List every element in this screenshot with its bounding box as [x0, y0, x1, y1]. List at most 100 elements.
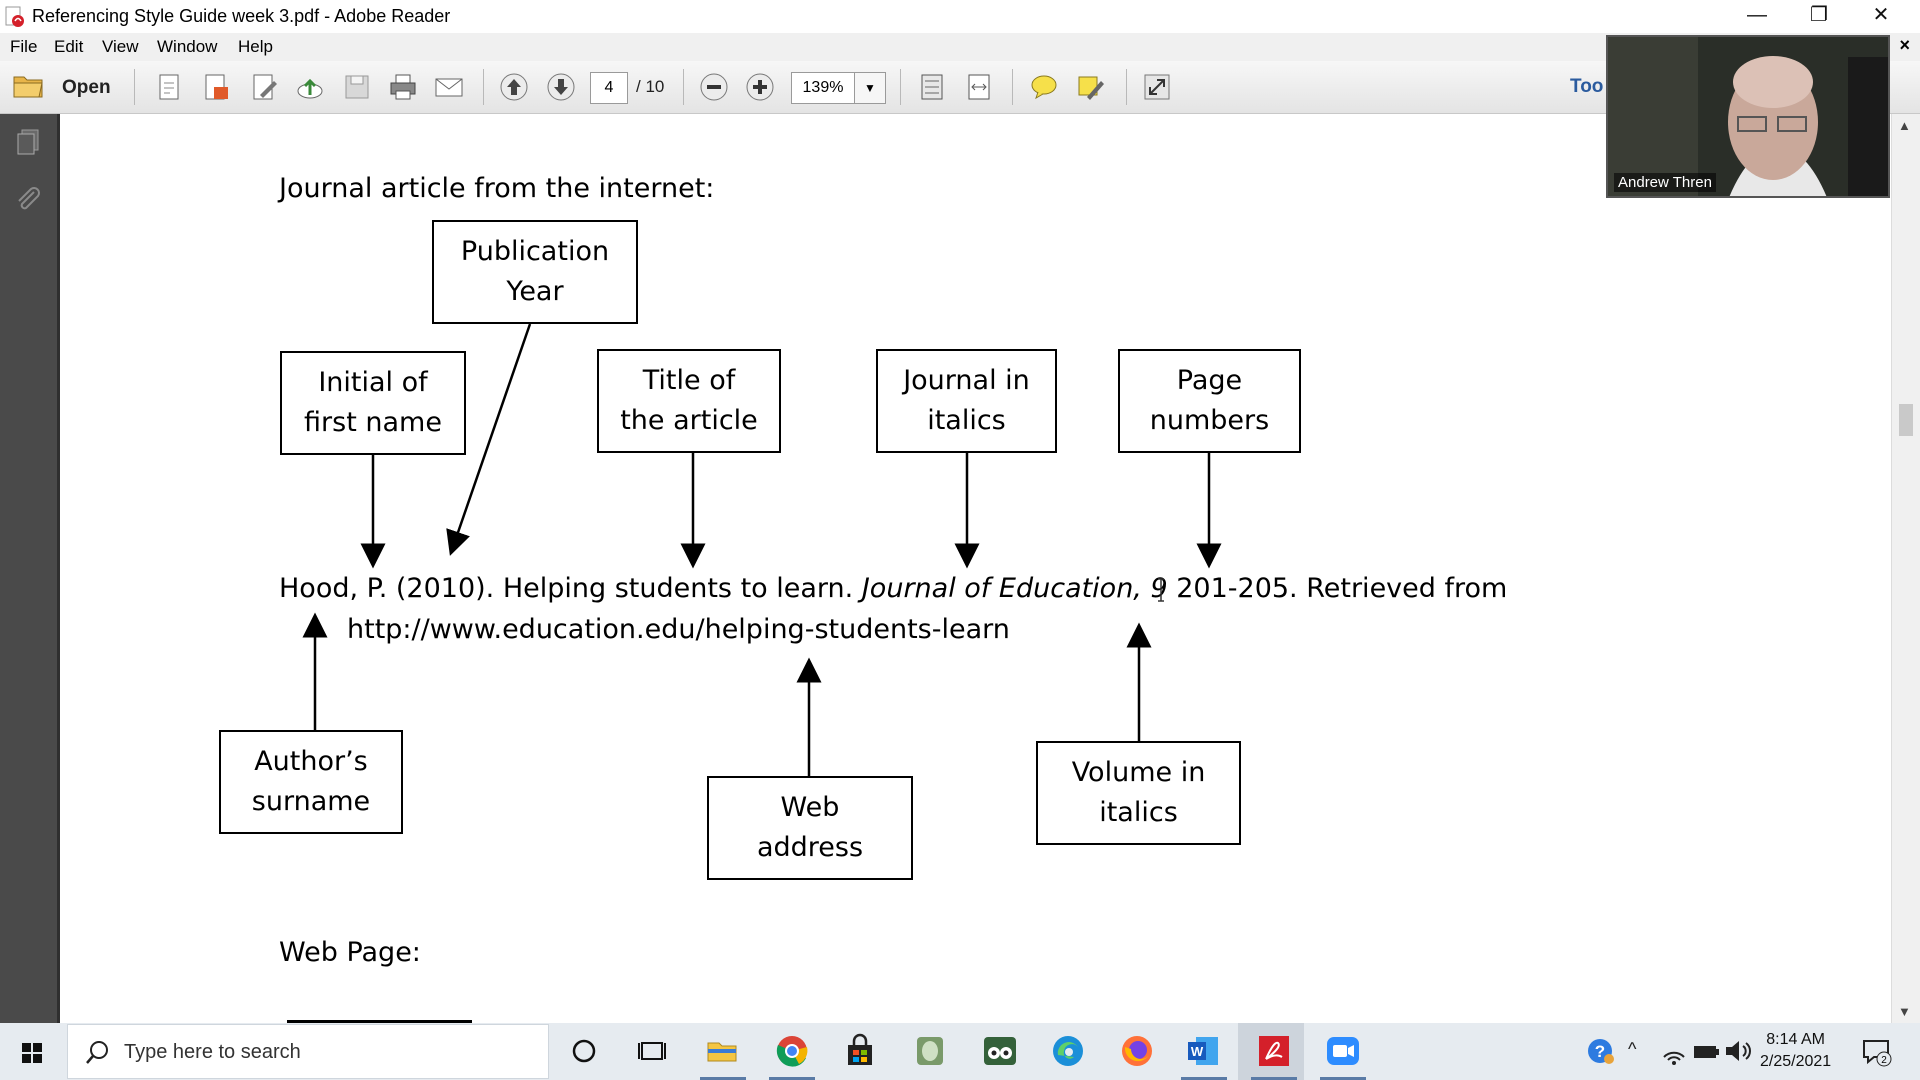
windows-start-icon[interactable]: [12, 1035, 52, 1071]
scroll-up-icon[interactable]: ▲: [1898, 118, 1911, 133]
page-thumbnails-icon[interactable]: [12, 126, 44, 158]
svg-text:?: ?: [1595, 1042, 1605, 1061]
adobe-reader-taskbar-icon[interactable]: [1256, 1033, 1292, 1069]
email-icon[interactable]: [433, 71, 465, 103]
box-line: italics: [1099, 797, 1178, 828]
task-view-icon[interactable]: [634, 1033, 670, 1069]
clock-date: 2/25/2021: [1760, 1053, 1832, 1070]
label-box-surname: Author’s surname: [219, 730, 403, 834]
menu-bar: File Edit View Window Help ×: [0, 33, 1920, 61]
menu-view[interactable]: View: [102, 37, 139, 56]
box-line: address: [756, 832, 864, 863]
next-page-icon[interactable]: [545, 71, 577, 103]
menu-file[interactable]: File: [10, 37, 38, 56]
box-line: Journal in: [903, 365, 1030, 396]
box-line: surname: [251, 786, 371, 817]
video-call-overlay[interactable]: Andrew Thren: [1606, 35, 1890, 198]
active-indicator: [1251, 1077, 1297, 1080]
file-explorer-icon[interactable]: [704, 1033, 740, 1069]
title-bar: Referencing Style Guide week 3.pdf - Ado…: [0, 0, 1920, 33]
box-line: first name: [304, 407, 442, 438]
scroll-thumb[interactable]: [1899, 404, 1913, 436]
volume-icon[interactable]: [1720, 1033, 1756, 1069]
close-button[interactable]: ✕: [1872, 4, 1890, 26]
participant-name: Andrew Thren: [1614, 173, 1716, 192]
highlight-icon[interactable]: [1075, 71, 1107, 103]
box-line: italics: [927, 405, 1006, 436]
cortana-icon[interactable]: [566, 1033, 602, 1069]
fit-width-icon[interactable]: [963, 71, 995, 103]
label-box-volume: Volume in italics: [1036, 741, 1241, 845]
comment-icon[interactable]: [1028, 71, 1060, 103]
search-placeholder: Type here to search: [124, 1041, 301, 1063]
zoom-app-icon[interactable]: [1325, 1033, 1361, 1069]
taskbar-search-box[interactable]: Type here to search: [67, 1024, 549, 1079]
box-line: Year: [506, 276, 564, 307]
restore-button[interactable]: ❐: [1810, 4, 1828, 26]
close-document-button[interactable]: ×: [1899, 35, 1910, 55]
system-clock[interactable]: 8:14 AM 2/25/2021: [1760, 1029, 1831, 1073]
wifi-icon[interactable]: [1656, 1033, 1692, 1069]
window-title: Referencing Style Guide week 3.pdf - Ado…: [32, 6, 451, 26]
label-box-initial: Initial of first name: [280, 351, 466, 455]
print-icon[interactable]: [387, 71, 419, 103]
section-heading-journal: Journal article from the internet:: [279, 173, 715, 204]
participant-video: [1608, 37, 1888, 196]
create-pdf-icon[interactable]: [154, 71, 186, 103]
notification-count: 2: [1881, 1055, 1887, 1066]
zoom-out-icon[interactable]: [698, 71, 730, 103]
minimize-button[interactable]: —: [1747, 4, 1767, 26]
box-line: Publication: [460, 236, 610, 267]
export-pdf-icon[interactable]: [200, 71, 232, 103]
store-icon[interactable]: [842, 1033, 878, 1069]
zoom-in-icon[interactable]: [744, 71, 776, 103]
box-line: Author’s: [254, 746, 368, 777]
reference-pages: 201-205. Retrieved from: [1167, 573, 1508, 604]
scroll-down-icon[interactable]: ▼: [1898, 1004, 1911, 1019]
help-tray-icon[interactable]: ?: [1582, 1033, 1618, 1069]
tools-link[interactable]: Too: [1570, 76, 1604, 97]
document-view[interactable]: [60, 114, 1892, 1023]
box-line: numbers: [1149, 405, 1270, 436]
evernote-icon[interactable]: [912, 1033, 948, 1069]
tripadvisor-icon[interactable]: [982, 1033, 1018, 1069]
page-number-input[interactable]: 4: [590, 72, 628, 104]
menu-help[interactable]: Help: [238, 37, 273, 56]
folder-icon: [13, 76, 43, 98]
open-label: Open: [62, 77, 111, 98]
active-indicator: [1320, 1077, 1366, 1080]
battery-icon[interactable]: [1688, 1033, 1724, 1069]
chrome-icon[interactable]: [774, 1033, 810, 1069]
full-screen-icon[interactable]: [1141, 71, 1173, 103]
active-indicator: [1181, 1077, 1227, 1080]
search-icon: [86, 1041, 108, 1064]
previous-page-icon[interactable]: [498, 71, 530, 103]
taskbar: Type here to search W ? ^ 8:14 AM 2/25/2…: [0, 1023, 1920, 1080]
box-line: Volume in: [1071, 757, 1206, 788]
word-icon[interactable]: W: [1186, 1033, 1222, 1069]
label-box-journal: Journal in italics: [876, 349, 1057, 453]
reference-line-1: Hood, P. (2010). Helping students to lea…: [279, 573, 1507, 604]
open-button[interactable]: Open: [12, 71, 111, 103]
notifications-icon[interactable]: 2: [1858, 1033, 1894, 1069]
menu-window[interactable]: Window: [157, 37, 218, 56]
vertical-scrollbar[interactable]: ▲ ▼: [1891, 114, 1920, 1023]
fit-page-icon[interactable]: [916, 71, 948, 103]
reference-journal-italic: Journal of Education, 9: [861, 573, 1168, 604]
adobe-reader-icon: [5, 6, 24, 27]
show-hidden-icons-chevron-icon[interactable]: ^: [1628, 1039, 1637, 1059]
edge-icon[interactable]: [1050, 1033, 1086, 1069]
edit-pdf-icon[interactable]: [248, 71, 280, 103]
zoom-dropdown-chevron-icon[interactable]: ▼: [854, 72, 886, 104]
zoom-level-input[interactable]: 139%: [791, 72, 855, 104]
firefox-icon[interactable]: [1119, 1033, 1155, 1069]
menu-edit[interactable]: Edit: [54, 37, 84, 56]
box-line: Initial of: [318, 367, 428, 398]
attachments-paperclip-icon[interactable]: [12, 184, 44, 216]
save-icon[interactable]: [341, 71, 373, 103]
upload-cloud-icon[interactable]: [294, 71, 326, 103]
reference-author-title: Hood, P. (2010). Helping students to lea…: [279, 573, 862, 604]
